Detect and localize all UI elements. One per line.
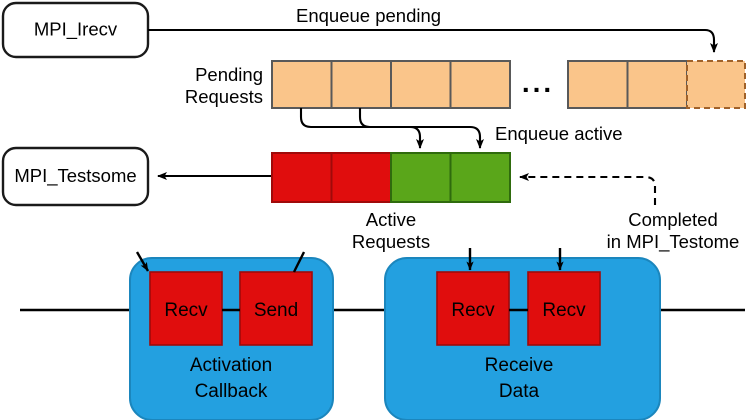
active-requests-queue: [271, 152, 511, 203]
completed-dashed-arrow: [519, 173, 657, 205]
mpi-testsome-box[interactable]: MPI_Testsome: [1, 146, 150, 207]
active-slot-red[interactable]: [271, 152, 333, 203]
receive-data-label-line-2: Data: [499, 381, 540, 402]
activation-callback-group[interactable]: Recv Send Activation Callback: [129, 257, 334, 420]
pending-slot[interactable]: [390, 60, 452, 109]
send-origin-tick: [292, 251, 306, 273]
active-slot-green[interactable]: [390, 152, 452, 203]
enqueue-active-edges: Enqueue active: [299, 108, 623, 149]
op-recv-box[interactable]: [149, 271, 223, 346]
pending-slot[interactable]: [330, 60, 392, 109]
active-requests-label: Active Requests: [352, 209, 430, 252]
pending-queue-ellipsis: ...: [522, 67, 554, 98]
receive-data-group[interactable]: Recv Recv Receive Data: [384, 257, 661, 420]
receive-data-label-line-1: Receive: [485, 355, 554, 376]
mpi-irecv-box[interactable]: MPI_Irecv: [1, 1, 150, 59]
enqueue-pending-label: Enqueue pending: [296, 5, 441, 26]
pending-requests-label-line-2: Requests: [185, 86, 263, 107]
completed-label-line-1: Completed: [628, 209, 717, 230]
active-requests-label-line-1: Active: [366, 209, 416, 230]
pending-requests-label: Pending Requests: [185, 64, 263, 107]
op-recv-label: Recv: [164, 300, 208, 321]
op-recv-box[interactable]: [527, 271, 601, 346]
pending-slot[interactable]: [271, 60, 333, 109]
op-send-label: Send: [254, 300, 298, 321]
op-send-box[interactable]: [239, 271, 313, 346]
mpi-irecv-label: MPI_Irecv: [34, 18, 118, 40]
active-requests-label-line-2: Requests: [352, 231, 430, 252]
active-slot-red[interactable]: [330, 152, 392, 203]
enqueue-active-label: Enqueue active: [495, 123, 623, 144]
pending-requests-label-line-1: Pending: [195, 64, 263, 85]
op-recv-label: Recv: [542, 300, 586, 321]
pending-slot[interactable]: [626, 60, 688, 109]
enqueue-active-arrow-1: [299, 108, 424, 149]
enqueue-active-arrow-2: [358, 108, 484, 149]
mpi-testsome-label: MPI_Testsome: [14, 165, 136, 187]
pending-slot-dashed[interactable]: [686, 60, 746, 109]
op-recv-box[interactable]: [436, 271, 510, 346]
enqueue-pending-arrow: [148, 28, 718, 53]
activation-callback-label-line-1: Activation: [190, 355, 272, 376]
enqueue-pending-edge: Enqueue pending: [148, 5, 718, 53]
activation-callback-label-line-2: Callback: [195, 381, 268, 402]
completed-label-line-2: in MPI_Testome: [607, 231, 740, 253]
mpi-testsome-box-shape: [1, 146, 150, 207]
pending-slot[interactable]: [567, 60, 629, 109]
completed-edge: Completed in MPI_Testome: [519, 173, 740, 253]
pending-slot[interactable]: [449, 60, 511, 109]
op-recv-label: Recv: [451, 300, 495, 321]
activation-trigger-arrow: [135, 251, 150, 272]
active-slot-green[interactable]: [449, 152, 511, 203]
pending-requests-queue: ...: [271, 60, 746, 109]
